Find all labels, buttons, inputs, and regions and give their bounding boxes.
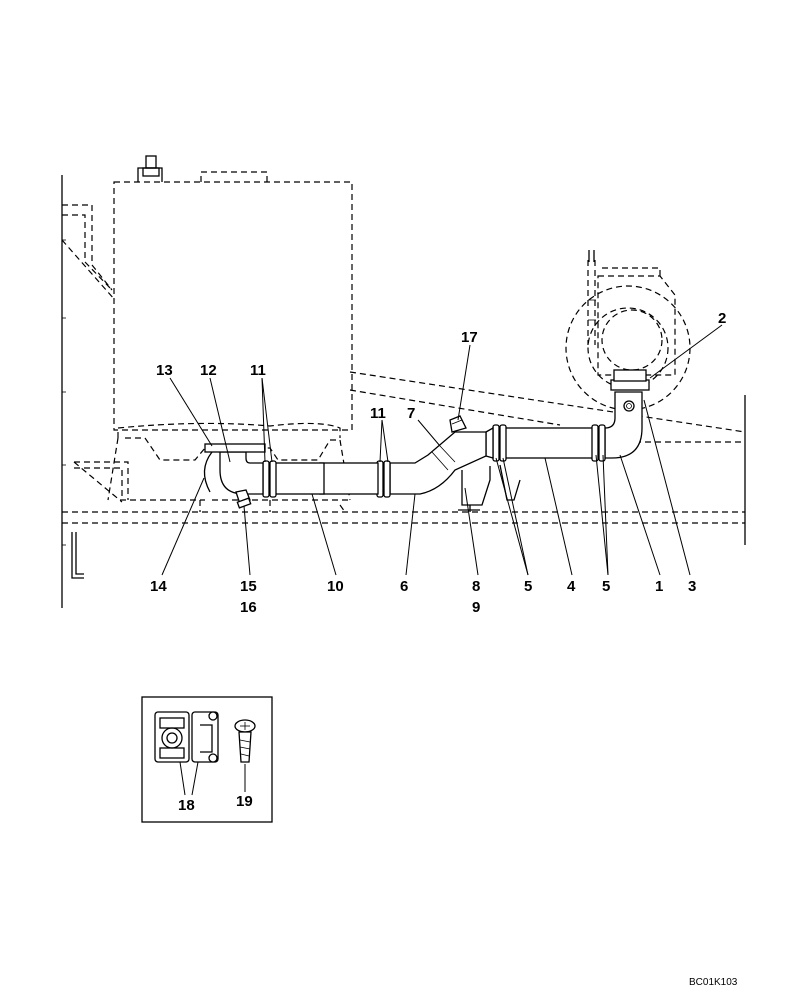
callout-13: 13 — [156, 362, 173, 379]
callout-14: 14 — [150, 578, 167, 595]
callout-1: 1 — [655, 578, 663, 595]
callout-6: 6 — [400, 578, 408, 595]
callout-16: 16 — [240, 599, 257, 616]
callout-12: 12 — [200, 362, 217, 379]
exhaust-pipe-run — [203, 391, 643, 512]
callout-3: 3 — [688, 578, 696, 595]
callout-18: 18 — [178, 797, 195, 814]
callout-11-left: 11 — [250, 362, 266, 379]
callout-9: 9 — [472, 599, 480, 616]
hydraulic-tank — [107, 155, 353, 513]
callout-17: 17 — [461, 329, 478, 346]
engine-turbocharger — [565, 250, 691, 411]
callout-7: 7 — [407, 405, 415, 422]
callout-19: 19 — [236, 793, 253, 810]
callout-2: 2 — [718, 310, 726, 327]
hardware-detail-inset — [141, 696, 273, 823]
frame-structure — [61, 175, 746, 608]
callout-5-right: 5 — [602, 578, 610, 595]
callout-4: 4 — [567, 578, 576, 595]
callout-15: 15 — [240, 578, 257, 595]
leader-lines — [161, 324, 723, 576]
callout-5-left: 5 — [524, 578, 532, 595]
callout-10: 10 — [327, 578, 344, 595]
callout-8: 8 — [472, 578, 480, 595]
drawing-code: BC01K103 — [689, 977, 738, 988]
callout-11-middle: 11 — [370, 405, 386, 422]
callout-labels: 2 17 13 12 11 11 7 14 15 16 10 6 8 9 5 4… — [150, 310, 726, 814]
